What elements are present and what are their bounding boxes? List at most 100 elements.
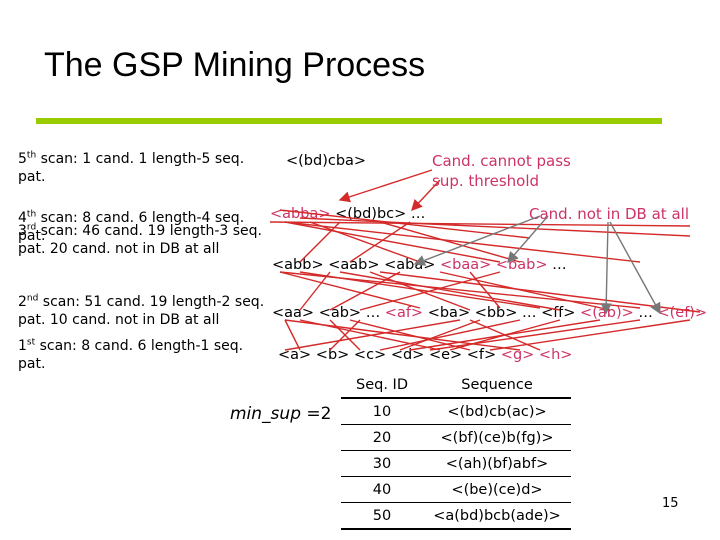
scan-ordinal-suffix: th [26,209,37,220]
candidate-sequence: <d> [390,347,425,363]
candidate-link-line [299,217,691,237]
candidate-sequence: <ba> [427,305,471,321]
arrow-not-in-db [507,215,549,264]
table-row: 30<(ah)(bf)abf> [341,450,571,477]
candidate-link-line [284,319,461,351]
candidate-sequence: … [522,305,537,321]
row-sequence: <a(bd)bcb(ade)> [423,502,571,530]
row-sequence: <(ah)(bf)abf> [423,450,571,477]
candidate-sequence: <ab> [318,305,362,321]
row-seq-id: 10 [341,398,423,425]
scan-description: scan: 8 cand. 6 length-4 seq. pat. [18,210,245,244]
arrow-not-in-db [413,215,541,266]
candidate-link-line [279,209,531,239]
candidate-sequence: <(ef)> [657,305,708,321]
candidate-links [269,209,701,351]
table-row: 10<(bd)cb(ac)> [341,398,571,425]
row-sequence: <(bd)cb(ac)> [423,398,571,425]
scan-description: scan: 8 cand. 6 length-1 seq. pat. [18,338,244,372]
candidate-sequence: <c> [353,347,387,363]
candidate-link-line [339,271,561,311]
min-sup-label: min_sup =2 [230,404,332,424]
scan-ordinal: 3 [18,223,27,239]
scan-3-label: 3rd scan: 46 cand. 19 length-3 seq. pat.… [18,222,274,258]
length-1-candidates: <a> <b> <c> <d> <e> <f> <g> <h> [278,347,572,363]
scan-ordinal-suffix: rd [26,222,37,233]
candidate-link-line [429,319,641,351]
candidate-link-line [279,271,421,309]
candidate-link-line [379,319,521,351]
candidate-sequence: <ff> [541,305,576,321]
length-5-candidates: <(bd)cba> [286,153,366,169]
row-seq-id: 50 [341,502,423,530]
candidate-sequence: <af> [384,305,424,321]
table-row: 20<(bf)(ce)b(fg)> [341,424,571,451]
candidate-link-line [489,319,691,351]
candidate-link-line [299,221,341,263]
candidate-link-line [439,271,611,311]
candidate-link-line [359,271,501,311]
candidate-link-line [284,221,501,263]
candidate-sequence: <baa> [439,257,492,273]
row-seq-id: 20 [341,424,423,451]
candidate-link-line [469,319,541,351]
candidate-link-line [399,319,481,351]
candidate-link-line [299,271,331,311]
candidate-sequence: <h> [538,347,573,363]
candidate-link-line [369,271,471,311]
candidate-link-line [309,221,421,263]
row-seq-id: 30 [341,450,423,477]
row-sequence: <(bf)(ce)b(fg)> [423,424,571,451]
candidate-sequence: … [552,257,567,273]
candidate-link-line [329,271,401,311]
candidate-link-line [329,319,361,351]
note-not-in-db: Cand. not in DB at all [529,205,689,223]
candidate-sequence: <b> [315,347,350,363]
table-row: 40<(be)(ce)d> [341,476,571,503]
arrow-cannot-pass [411,179,441,212]
row-seq-id: 40 [341,476,423,503]
candidate-sequence: … [365,305,381,321]
scan-ordinal-suffix: th [26,150,37,161]
scan-ordinal: 4 [18,210,27,226]
header-seq-id: Seq. ID [341,372,423,399]
header-sequence: Sequence [423,372,571,399]
scan-ordinal-suffix: nd [26,293,39,304]
scan-ordinal: 2 [18,294,27,310]
scan-5-label: 5th scan: 1 cand. 1 length-5 seq. pat. [18,150,274,186]
scan-description: scan: 1 cand. 1 length-5 seq. pat. [18,151,245,185]
candidate-link-line [349,221,411,263]
pass-threshold-arrows [338,169,441,212]
candidate-link-line [379,271,701,313]
candidate-sequence: <e> [428,347,463,363]
scan-1-label: 1st scan: 8 cand. 6 length-1 seq. pat. [18,337,274,373]
page-number: 15 [662,496,679,511]
candidate-link-line [469,271,501,309]
scan-ordinal: 5 [18,151,27,167]
candidate-link-line [284,221,641,263]
not-in-db-arrows [413,215,661,315]
candidate-link-line [299,271,541,309]
candidate-sequence: <a> [278,347,312,363]
arrow-cannot-pass [338,169,433,203]
candidate-sequence: <aa> [272,305,315,321]
sequence-database-table: Seq. ID Sequence 10<(bd)cb(ac)> 20<(bf)(… [341,372,571,530]
scan-4-label: 4th scan: 8 cand. 6 length-4 seq. pat. [18,209,274,245]
arrow-not-in-db [600,221,612,315]
candidate-link-line [269,221,691,227]
table-row: 50<a(bd)bcb(ade)> [341,502,571,530]
candidate-link-line [284,319,301,351]
title-underline [36,118,662,124]
candidate-sequence: <bb> [474,305,518,321]
scan-description: scan: 46 cand. 19 length-3 seq. pat. 20 … [18,223,262,257]
scan-description: scan: 51 cand. 19 length-2 seq. pat. 10 … [18,294,265,328]
candidate-sequence: … [638,305,653,321]
candidate-sequence: <abb> [272,257,324,273]
scan-ordinal: 1 [18,338,27,354]
candidate-sequence: <(bd)cba> [286,153,367,169]
scan-ordinal-suffix: st [26,337,36,348]
candidate-sequence: <g> [500,347,535,363]
note-cannot-pass: Cand. cannot pass sup. threshold [432,152,571,190]
row-sequence: <(be)(ce)d> [423,476,571,503]
